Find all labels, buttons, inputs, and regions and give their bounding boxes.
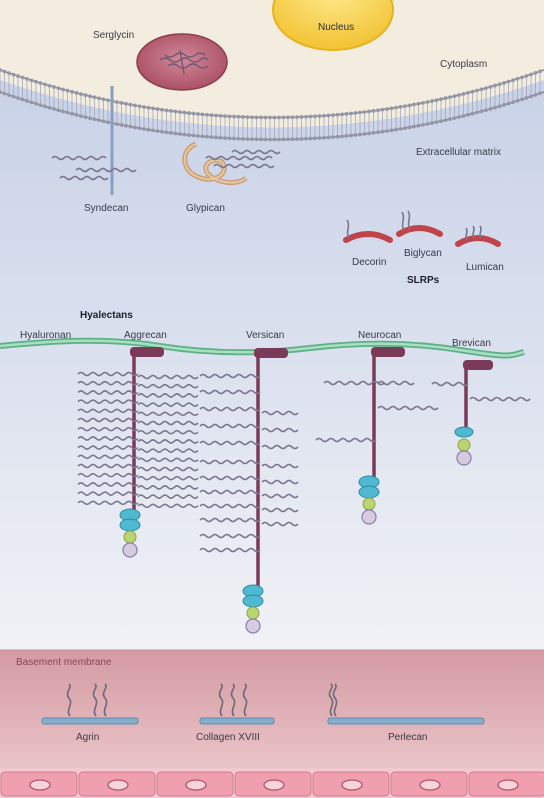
cytoplasm-label: Cytoplasm xyxy=(440,59,487,71)
agrin-label: Agrin xyxy=(76,732,99,744)
decorin-label: Decorin xyxy=(352,257,386,269)
hyalectans-label: Hyalectans xyxy=(80,310,133,322)
collagen-xviii-label: Collagen XVIII xyxy=(196,732,260,744)
basement-membrane-label: Basement membrane xyxy=(16,657,112,669)
aggrecan-label: Aggrecan xyxy=(124,330,167,342)
syndecan-label: Syndecan xyxy=(84,203,128,215)
versican-label: Versican xyxy=(246,330,284,342)
extracellular-matrix-label: Extracellular matrix xyxy=(416,147,501,159)
epithelial-cells xyxy=(1,772,544,796)
glypican-label: Glypican xyxy=(186,203,225,215)
hyaluronan-label: Hyaluronan xyxy=(20,330,71,342)
slrps-label: SLRPs xyxy=(407,275,439,287)
nucleus-label: Nucleus xyxy=(318,22,354,34)
brevican-label: Brevican xyxy=(452,338,491,350)
lumican-label: Lumican xyxy=(466,262,504,274)
neurocan-g1-domain xyxy=(371,347,405,357)
biglycan-label: Biglycan xyxy=(404,248,442,260)
neurocan-label: Neurocan xyxy=(358,330,401,342)
brevican-c-domains xyxy=(455,427,473,465)
serglycin-label: Serglycin xyxy=(93,30,134,42)
perlecan-label: Perlecan xyxy=(388,732,427,744)
